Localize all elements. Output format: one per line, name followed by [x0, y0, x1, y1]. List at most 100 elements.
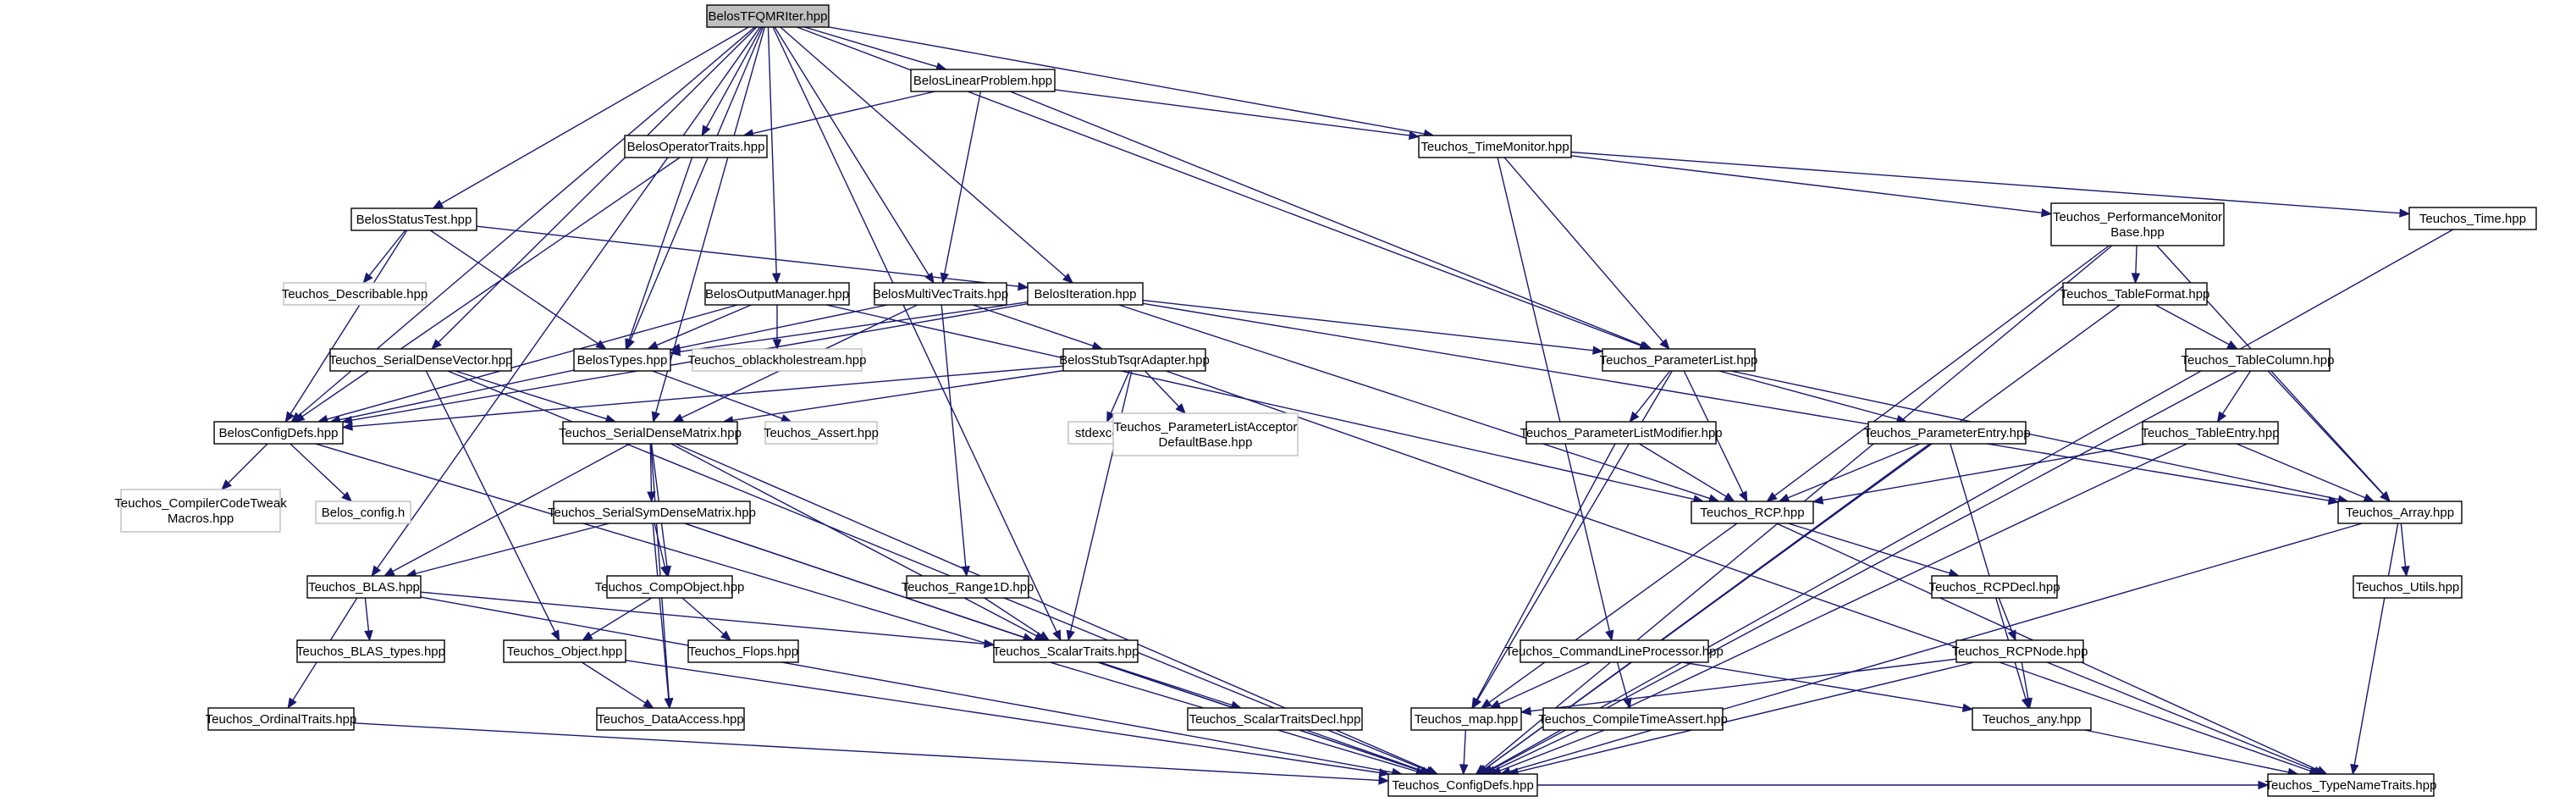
edge-line [327, 304, 738, 420]
node-box [306, 575, 422, 599]
edge-cmdline-to-map [1489, 661, 1591, 709]
node-label: Teuchos_CompileTimeAssert.hpp [1538, 712, 1728, 727]
node-teuchos-timemonitor-hpp[interactable]: Teuchos_TimeMonitor.hpp [1418, 135, 1572, 158]
edge-line [1488, 523, 1738, 704]
arrowhead [780, 414, 792, 423]
node-teuchos-compiletimeassert-hpp[interactable]: Teuchos_CompileTimeAssert.hpp [1538, 707, 1728, 731]
edge-line [681, 597, 725, 635]
arrowhead [2040, 208, 2053, 218]
node-box [704, 282, 850, 306]
edge-root-to-outmgr [767, 26, 781, 285]
node-label: Teuchos_BLAS.hpp [308, 580, 420, 595]
edge-line [774, 26, 929, 276]
node-teuchos-object-hpp[interactable]: Teuchos_Object.hpp [503, 639, 626, 663]
node-belosmultivectraits-hpp[interactable]: BelosMultiVecTraits.hpp [873, 282, 1008, 306]
arrowhead [1378, 776, 1390, 785]
node-belosoutputmanager-hpp[interactable]: BelosOutputManager.hpp [704, 282, 850, 306]
edge-rcp-to-map [1480, 523, 1738, 709]
edge-line [438, 26, 758, 343]
node-label: Teuchos_ParameterListModifier.hpp [1520, 426, 1722, 440]
node-beloslinearproblem-hpp[interactable]: BelosLinearProblem.hpp [910, 69, 1056, 92]
node-label: Teuchos_oblackholestream.hpp [688, 353, 867, 368]
node-box [1520, 639, 1709, 663]
arrowhead [1812, 495, 1824, 505]
edge-line [290, 230, 408, 415]
node-teuchos-array-hpp[interactable]: Teuchos_Array.hpp [2337, 501, 2463, 524]
node-teuchos-blas-types-hpp[interactable]: Teuchos_BLAS_types.hpp [296, 639, 445, 663]
node-teuchos-serialsymdensematrix-hpp[interactable]: Teuchos_SerialSymDenseMatrix.hpp [548, 501, 756, 524]
node-teuchos-parameterlist-hpp[interactable]: Teuchos_ParameterList.hpp [1600, 348, 1758, 372]
arrowhead [221, 479, 232, 490]
edge-line [1530, 658, 1957, 712]
node-teuchos-serialdensevector-hpp[interactable]: Teuchos_SerialDenseVector.hpp [329, 348, 513, 372]
node-teuchos-scalartraitsdecl-hpp[interactable]: Teuchos_ScalarTraitsDecl.hpp [1187, 707, 1363, 731]
node-box [764, 421, 878, 445]
node-teuchos-rcpnode-hpp[interactable]: Teuchos_RCPNode.hpp [1952, 639, 2088, 663]
arrowhead [431, 339, 442, 350]
node-teuchos-blas-hpp[interactable]: Teuchos_BLAS.hpp [306, 575, 422, 599]
node-teuchos-rcpdecl-hpp[interactable]: Teuchos_RCPDecl.hpp [1928, 575, 2060, 599]
node-teuchos-serialdensematrix-hpp[interactable]: Teuchos_SerialDenseMatrix.hpp [559, 421, 742, 445]
node-label: Teuchos_SerialDenseMatrix.hpp [559, 426, 742, 440]
edge-line [1730, 370, 2339, 501]
node-teuchos-flops-hpp[interactable]: Teuchos_Flops.hpp [687, 639, 799, 663]
node-label: Teuchos_SerialDenseVector.hpp [329, 353, 513, 368]
edge-line [2154, 304, 2230, 346]
node-belosconfigdefs-hpp[interactable]: BelosConfigDefs.hpp [213, 421, 344, 445]
node-teuchos-rcp-hpp[interactable]: Teuchos_RCP.hpp [1691, 501, 1814, 524]
edge-root-to-sdvector [431, 26, 758, 350]
node-belos-config-h: Belos_config.h [315, 501, 411, 524]
edge-line [780, 26, 1067, 278]
node-teuchos-parameterlistmodifier-hpp[interactable]: Teuchos_ParameterListModifier.hpp [1520, 421, 1723, 445]
node-teuchos-configdefs-hpp[interactable]: Teuchos_ConfigDefs.hpp [1387, 773, 1538, 797]
node-belosstubtsqradapter-hpp[interactable]: BelosStubTsqrAdapter.hpp [1059, 348, 1210, 372]
node-teuchos-dataaccess-hpp[interactable]: Teuchos_DataAccess.hpp [596, 707, 745, 731]
node-belostypes-hpp[interactable]: BelosTypes.hpp [573, 348, 671, 372]
node-label: Teuchos_Utils.hpp [2356, 580, 2460, 595]
node-label: Teuchos_TableEntry.hpp [2141, 426, 2279, 440]
node-teuchos-compobject-hpp[interactable]: Teuchos_CompObject.hpp [595, 575, 745, 599]
node-teuchos-parameterentry-hpp[interactable]: Teuchos_ParameterEntry.hpp [1863, 421, 2031, 445]
node-box [315, 501, 411, 524]
node-teuchos-range1d-hpp[interactable]: Teuchos_Range1D.hpp [902, 575, 1034, 599]
node-teuchos-utils-hpp[interactable]: Teuchos_Utils.hpp [2353, 575, 2463, 599]
arrowhead [1480, 699, 1492, 709]
edge-line [767, 26, 777, 274]
edge-line [2084, 729, 2289, 773]
edge-line [1165, 370, 2311, 772]
node-belositeration-hpp[interactable]: BelosIteration.hpp [1027, 282, 1144, 306]
edge-compobject-to-object [582, 597, 653, 641]
edge-root-to-scalartraits [772, 26, 1062, 642]
node-belosstatustest-hpp[interactable]: BelosStatusTest.hpp [350, 207, 477, 231]
arrowhead [1052, 629, 1062, 642]
node-teuchos-typenametraits-hpp[interactable]: Teuchos_TypeNameTraits.hpp [2265, 773, 2437, 797]
edge-line [825, 304, 1695, 501]
node-teuchos-tablecolumn-hpp[interactable]: Teuchos_TableColumn.hpp [2182, 348, 2335, 372]
node-label: Teuchos_Assert.hpp [764, 426, 879, 440]
edge-line [425, 370, 556, 633]
node-teuchos-ordinaltraits-hpp[interactable]: Teuchos_OrdinalTraits.hpp [206, 707, 357, 731]
node-box [1691, 501, 1814, 524]
node-label: Teuchos_RCPNode.hpp [1952, 644, 2088, 659]
edge-optraits-to-configdefs [293, 157, 681, 423]
node-teuchos-map-hpp[interactable]: Teuchos_map.hpp [1410, 707, 1522, 731]
edge-line [1822, 443, 2148, 501]
node-teuchos-scalartraits-hpp[interactable]: Teuchos_ScalarTraits.hpp [993, 639, 1139, 663]
edge-plmodifier-to-rcp [1639, 443, 1735, 502]
node-teuchos-tableformat-hpp[interactable]: Teuchos_TableFormat.hpp [2060, 282, 2210, 306]
node-box [2142, 421, 2279, 445]
node-teuchos-time-hpp[interactable]: Teuchos_Time.hpp [2408, 207, 2537, 230]
edge-line [1788, 523, 1950, 574]
node-teuchos-commandlineprocessor-hpp[interactable]: Teuchos_CommandLineProcessor.hpp [1505, 639, 1724, 663]
edge-iteration-to-array [1142, 302, 2340, 506]
node-teuchos-any-hpp[interactable]: Teuchos_any.hpp [1972, 707, 2092, 731]
edge-line [1787, 443, 1921, 499]
edge-line [804, 26, 938, 68]
node-belosoperatortraits-hpp[interactable]: BelosOperatorTraits.hpp [624, 135, 768, 158]
node-teuchos-tableentry-hpp[interactable]: Teuchos_TableEntry.hpp [2141, 421, 2280, 445]
edge-line [290, 443, 345, 495]
arrowhead [1459, 764, 1469, 776]
node-label: Teuchos_Time.hpp [2419, 212, 2526, 226]
